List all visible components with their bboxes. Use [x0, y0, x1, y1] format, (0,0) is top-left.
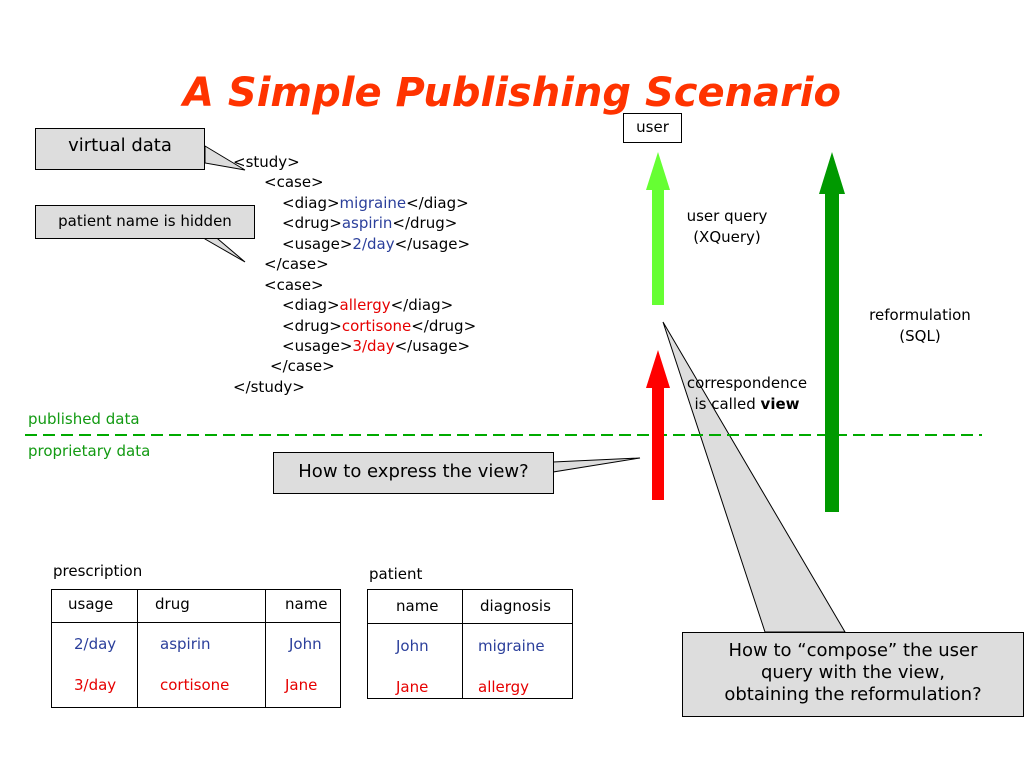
xml-case-open: <case>	[264, 173, 324, 191]
user-query-arrow	[646, 152, 670, 305]
patient-caption: patient	[369, 565, 423, 583]
prescription-header-drug: drug	[155, 595, 190, 613]
xml-value: aspirin	[341, 214, 393, 232]
xml-line: </case>	[270, 356, 335, 376]
xml-case-close: </case>	[270, 357, 335, 375]
user-query-text: user query	[686, 207, 768, 225]
xml-value: migraine	[339, 194, 407, 212]
compose-line-2: query with the view,	[760, 662, 946, 683]
xml-tag: <diag>	[282, 194, 340, 212]
xml-tag: </diag>	[390, 296, 454, 314]
user-box: user	[623, 113, 682, 143]
prescription-col-divider	[137, 590, 138, 707]
reformulation-label: reformulation (SQL)	[850, 305, 990, 347]
virtual-data-callout: virtual data	[35, 128, 205, 170]
xml-case-close: </case>	[264, 255, 329, 273]
correspondence-label: correspondence is called view	[672, 373, 822, 415]
xml-line: <diag>allergy</diag>	[282, 295, 453, 315]
xml-case-open: <case>	[264, 276, 324, 294]
table-cell: cortisone	[160, 676, 230, 694]
xml-tag: </usage>	[394, 235, 471, 253]
user-query-label: user query (XQuery)	[660, 206, 794, 248]
xml-line: </study>	[233, 377, 305, 397]
xml-line: <case>	[264, 172, 324, 192]
view-text: view	[760, 395, 800, 413]
prescription-caption: prescription	[53, 562, 143, 580]
xml-line: <drug>aspirin</drug>	[282, 213, 457, 233]
xml-tag: <usage>	[282, 235, 353, 253]
table-cell: migraine	[478, 637, 545, 655]
table-cell: John	[289, 635, 322, 653]
compose-text: How to “compose” the user query with the…	[683, 633, 1023, 706]
table-cell: allergy	[478, 678, 530, 696]
xml-tag: <drug>	[282, 317, 342, 335]
xml-study-open: <study>	[233, 153, 300, 171]
compose-pointer	[662, 321, 846, 633]
patient-header-diagnosis: diagnosis	[480, 597, 551, 615]
xml-tag: </drug>	[392, 214, 458, 232]
patient-table: name diagnosis John migraine Jane allerg…	[367, 589, 573, 699]
compose-line-3: obtaining the reformulation?	[724, 684, 982, 705]
express-view-callout: How to express the view?	[273, 452, 554, 494]
virtual-data-text: virtual data	[68, 135, 172, 156]
published-data-label: published data	[28, 410, 140, 428]
sql-text: (SQL)	[899, 327, 941, 345]
xml-value: cortisone	[341, 317, 412, 335]
xml-tag: <diag>	[282, 296, 340, 314]
proprietary-data-label: proprietary data	[28, 442, 151, 460]
prescription-table: usage drug name 2/day aspirin John 3/day…	[51, 589, 341, 708]
xml-tag: <usage>	[282, 337, 353, 355]
xml-line: <case>	[264, 275, 324, 295]
xml-value: 2/day	[352, 235, 395, 253]
xml-line: <usage>2/day</usage>	[282, 234, 470, 254]
is-called-text: is called	[694, 395, 756, 413]
xml-block: <study>	[233, 152, 300, 172]
xml-tag: </diag>	[406, 194, 469, 212]
patient-hidden-callout: patient name is hidden	[35, 205, 255, 239]
xml-tag: </drug>	[411, 317, 477, 335]
table-cell: 3/day	[74, 676, 117, 694]
xml-tag: </usage>	[394, 337, 471, 355]
xml-value: allergy	[339, 296, 391, 314]
express-view-pointer	[552, 457, 641, 473]
express-view-text: How to express the view?	[298, 461, 529, 482]
patient-header-name: name	[396, 597, 439, 615]
reformulation-arrow	[819, 152, 845, 512]
xml-study-close: </study>	[233, 378, 305, 396]
virtual-data-pointer	[204, 145, 246, 171]
xml-line: </case>	[264, 254, 329, 274]
table-cell: Jane	[285, 676, 318, 694]
xml-line: <drug>cortisone</drug>	[282, 316, 476, 336]
prescription-header-usage: usage	[68, 595, 114, 613]
xml-line: <diag>migraine</diag>	[282, 193, 469, 213]
compose-line-1: How to “compose” the user	[728, 640, 978, 661]
prescription-header-name: name	[285, 595, 328, 613]
table-cell: 2/day	[74, 635, 117, 653]
table-cell: John	[396, 637, 429, 655]
correspondence-text: correspondence	[686, 374, 808, 392]
patient-header-divider	[368, 623, 572, 624]
prescription-col-divider	[265, 590, 266, 707]
prescription-header-divider	[52, 622, 340, 623]
view-arrow	[646, 350, 670, 500]
table-cell: Jane	[396, 678, 429, 696]
xml-line: <usage>3/day</usage>	[282, 336, 470, 356]
patient-col-divider	[462, 590, 463, 698]
patient-hidden-text: patient name is hidden	[58, 212, 232, 230]
xquery-text: (XQuery)	[693, 228, 761, 246]
compose-callout: How to “compose” the user query with the…	[682, 632, 1024, 717]
page-title: A Simple Publishing Scenario	[183, 70, 841, 116]
reformulation-text: reformulation	[869, 306, 971, 324]
table-cell: aspirin	[160, 635, 211, 653]
xml-tag: <drug>	[282, 214, 342, 232]
xml-value: 3/day	[352, 337, 395, 355]
is-called-view-line: is called view	[672, 394, 822, 415]
